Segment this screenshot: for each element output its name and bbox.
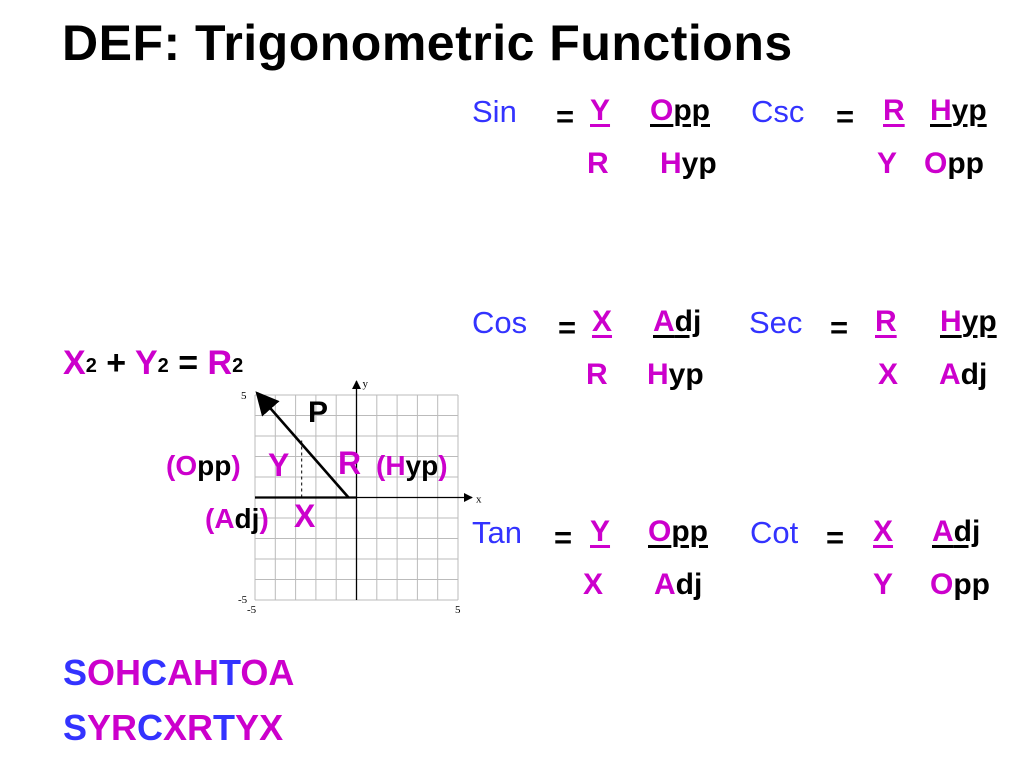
tan-equals: = [554,520,573,555]
cot-denominator: Y [873,568,894,601]
tan-denominator: X [583,568,604,601]
cos-numerator: X [592,305,613,338]
sin-denominator-word: Hyp [660,147,717,180]
sec-denominator: X [878,358,899,391]
cos-numerator-word: Adj [653,305,702,338]
sin-numerator-word: Opp [650,94,710,127]
cot-numerator: X [873,515,894,548]
sec-equals: = [830,310,849,345]
sin-numerator: Y [590,94,611,127]
y-tick-min: -5 [238,594,248,606]
hyp-letter-r: R [338,445,362,481]
sin-label: Sin [472,94,517,129]
csc-denominator-word: Opp [924,147,984,180]
opp-letter-y: Y [268,447,290,483]
sec-numerator-word: Hyp [940,305,997,338]
cos-denominator-word: Hyp [647,358,704,391]
cot-equals: = [826,520,845,555]
cos-equals: = [558,310,577,345]
sin-equals: = [556,99,575,134]
cos-label: Cos [472,305,528,340]
opp-annotation: (Opp) [166,450,241,481]
x-tick-min: -5 [247,604,257,616]
cot-denominator-word: Opp [930,568,990,601]
csc-numerator: R [883,94,905,127]
tan-numerator-word: Opp [648,515,708,548]
y-tick-max: 5 [241,390,247,402]
csc-denominator: Y [877,147,898,180]
cos-denominator: R [586,358,608,391]
page-title: DEF: Trigonometric Functions [62,15,793,71]
coordinate-graph: x y -5 5 -5 5 [238,378,482,616]
sec-numerator: R [875,305,897,338]
csc-label: Csc [751,94,805,129]
tan-numerator: Y [590,515,611,548]
mnemonic-line-1: SOHCAHTOA [63,652,295,693]
cot-label: Cot [750,515,799,550]
hypotenuse-ray [255,391,350,499]
adj-letter-x: X [294,498,316,534]
mnemonic-line-2: SYRCXRTYX [63,707,284,748]
pythagorean-equation: X2 + Y2 = R2 [63,344,244,382]
point-p-label: P [308,396,329,429]
adj-annotation: (Adj) [205,503,269,534]
x-axis-label: x [476,494,482,506]
x-tick-max: 5 [455,604,461,616]
tan-label: Tan [472,515,522,550]
cot-numerator-word: Adj [932,515,981,548]
csc-numerator-word: Hyp [930,94,987,127]
y-axis-label: y [363,378,369,390]
sec-label: Sec [749,305,803,340]
hyp-annotation: (Hyp) [376,450,448,481]
csc-equals: = [836,99,855,134]
sin-denominator: R [587,147,609,180]
sec-denominator-word: Adj [939,358,988,391]
tan-denominator-word: Adj [654,568,703,601]
